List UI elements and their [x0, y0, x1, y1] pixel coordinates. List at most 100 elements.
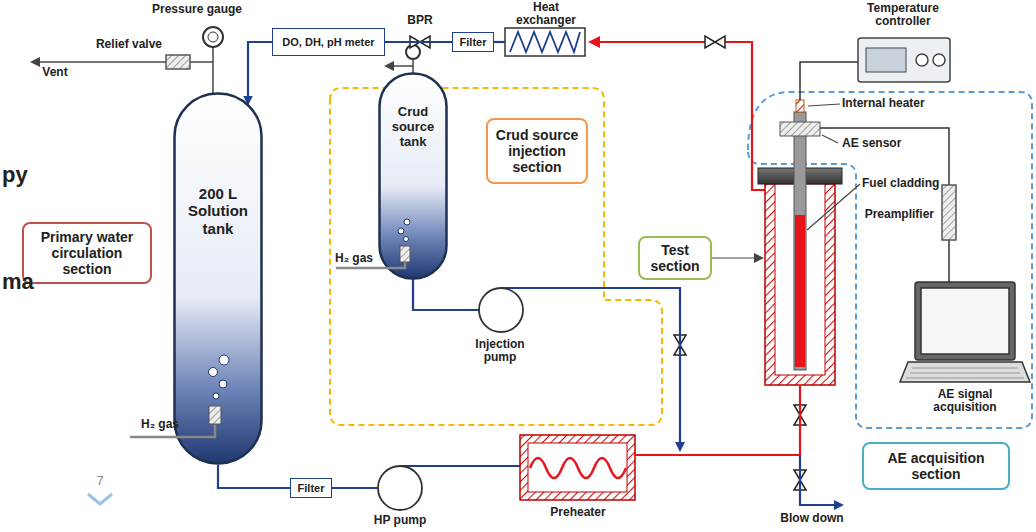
section-outline — [748, 92, 1032, 428]
part-label: Preheater — [550, 506, 605, 519]
part-label: Pressure gauge — [152, 3, 242, 16]
meter-box: DO, DH, pH meter — [272, 28, 385, 56]
part-label: Temperature controller — [848, 2, 958, 29]
signal-cable — [800, 62, 858, 100]
test-vessel — [795, 215, 805, 367]
node-text: AE acquisition section — [868, 450, 1004, 482]
bubble — [219, 380, 227, 388]
sparger — [400, 246, 410, 262]
temperature-controller — [866, 48, 906, 72]
section-label: Crud source injection section — [486, 118, 588, 184]
gas-line — [336, 262, 405, 268]
pump-symbol — [378, 466, 422, 510]
signal-cable — [942, 185, 956, 240]
feed-pipe — [635, 386, 800, 455]
part-label: BPR — [407, 14, 432, 27]
vent-line — [208, 32, 218, 42]
temperature-controller — [933, 54, 945, 66]
laptop — [915, 282, 1015, 360]
part-label: Relief valve — [96, 38, 162, 51]
bubble — [404, 219, 410, 225]
heat-exchanger — [505, 28, 585, 56]
section-label: AE acquisition section — [862, 442, 1010, 490]
vent-line — [203, 27, 223, 47]
part-label: H₂ gas — [141, 418, 179, 431]
solution-tank: 200 L Solution tank — [173, 92, 263, 465]
test-vessel — [780, 122, 820, 136]
vent-line — [212, 47, 214, 100]
filter-box: Filter — [452, 32, 494, 52]
pipe-connector — [248, 42, 272, 104]
slide-chevron — [88, 494, 112, 504]
filter-box: Filter — [290, 478, 332, 498]
gas-line — [130, 262, 405, 437]
tank-outline — [378, 72, 448, 280]
feed-pipe — [332, 487, 378, 489]
laptop — [921, 288, 1009, 354]
pump-symbol — [479, 288, 523, 332]
part-label: 7 — [96, 474, 103, 489]
crud-tank: Crud source tank — [378, 72, 448, 280]
feed-pipe — [400, 465, 520, 467]
node-text: DO, DH, pH meter — [282, 36, 374, 49]
part-label: Preamplifier — [865, 208, 934, 221]
node-text: Test section — [644, 242, 706, 274]
gas-line — [130, 424, 215, 437]
part-label: py — [2, 163, 28, 188]
slide-chevron — [88, 494, 112, 504]
part-label: Injection pump — [464, 338, 536, 365]
preheater — [520, 435, 635, 500]
node-text: 200 L Solution tank — [173, 185, 263, 237]
temperature-controller — [858, 38, 950, 82]
leader-line — [808, 104, 840, 106]
leader-line — [712, 257, 762, 258]
feed-pipe — [501, 288, 680, 450]
part-label: Blow down — [780, 512, 843, 525]
tank-outline — [173, 92, 263, 465]
crud-vent — [406, 45, 420, 59]
sparger — [209, 406, 221, 424]
bubble — [209, 219, 411, 399]
valve-symbol — [410, 36, 806, 490]
vent-line — [166, 55, 190, 69]
valve-symbol — [705, 36, 725, 48]
part-label: Vent — [42, 66, 67, 79]
section-label: Primary water circulation section — [22, 222, 152, 284]
test-vessel — [796, 100, 804, 112]
heat-exchanger — [505, 28, 585, 56]
pump-symbol — [378, 288, 523, 510]
part-label: H₂ gas — [335, 252, 373, 265]
bubble — [213, 393, 219, 399]
crud-vent — [386, 65, 413, 67]
test-vessel — [794, 112, 806, 370]
bubble — [209, 368, 218, 377]
part-label: Heat exchanger — [508, 1, 584, 28]
section-label: Test section — [638, 236, 712, 280]
feed-pipe — [800, 455, 842, 505]
vent-line — [32, 27, 223, 100]
signal-cable — [948, 240, 950, 282]
laptop — [906, 368, 1024, 378]
part-label: AE signal acquisition — [918, 388, 1013, 415]
feed-pipe — [413, 278, 479, 310]
node-text: Filter — [460, 36, 487, 49]
temperature-controller — [916, 54, 928, 66]
node-text: Crud source tank — [378, 105, 448, 150]
part-label: Fuel cladding — [862, 177, 939, 190]
part-label: ma — [2, 270, 34, 295]
tank-outline — [175, 94, 262, 464]
pipe-connector — [385, 41, 452, 43]
sparger — [209, 246, 410, 424]
heat-exchanger — [510, 32, 580, 52]
bubble — [398, 228, 404, 234]
laptop — [900, 282, 1030, 382]
part-label: Internal heater — [842, 97, 925, 110]
bubble — [404, 237, 409, 242]
part-label: AE sensor — [842, 137, 901, 150]
leader-line — [712, 104, 860, 258]
return-pipe — [590, 42, 766, 190]
node-text: Primary water circulation section — [28, 229, 146, 277]
return-pipe — [494, 41, 506, 43]
leader-line — [822, 135, 838, 143]
